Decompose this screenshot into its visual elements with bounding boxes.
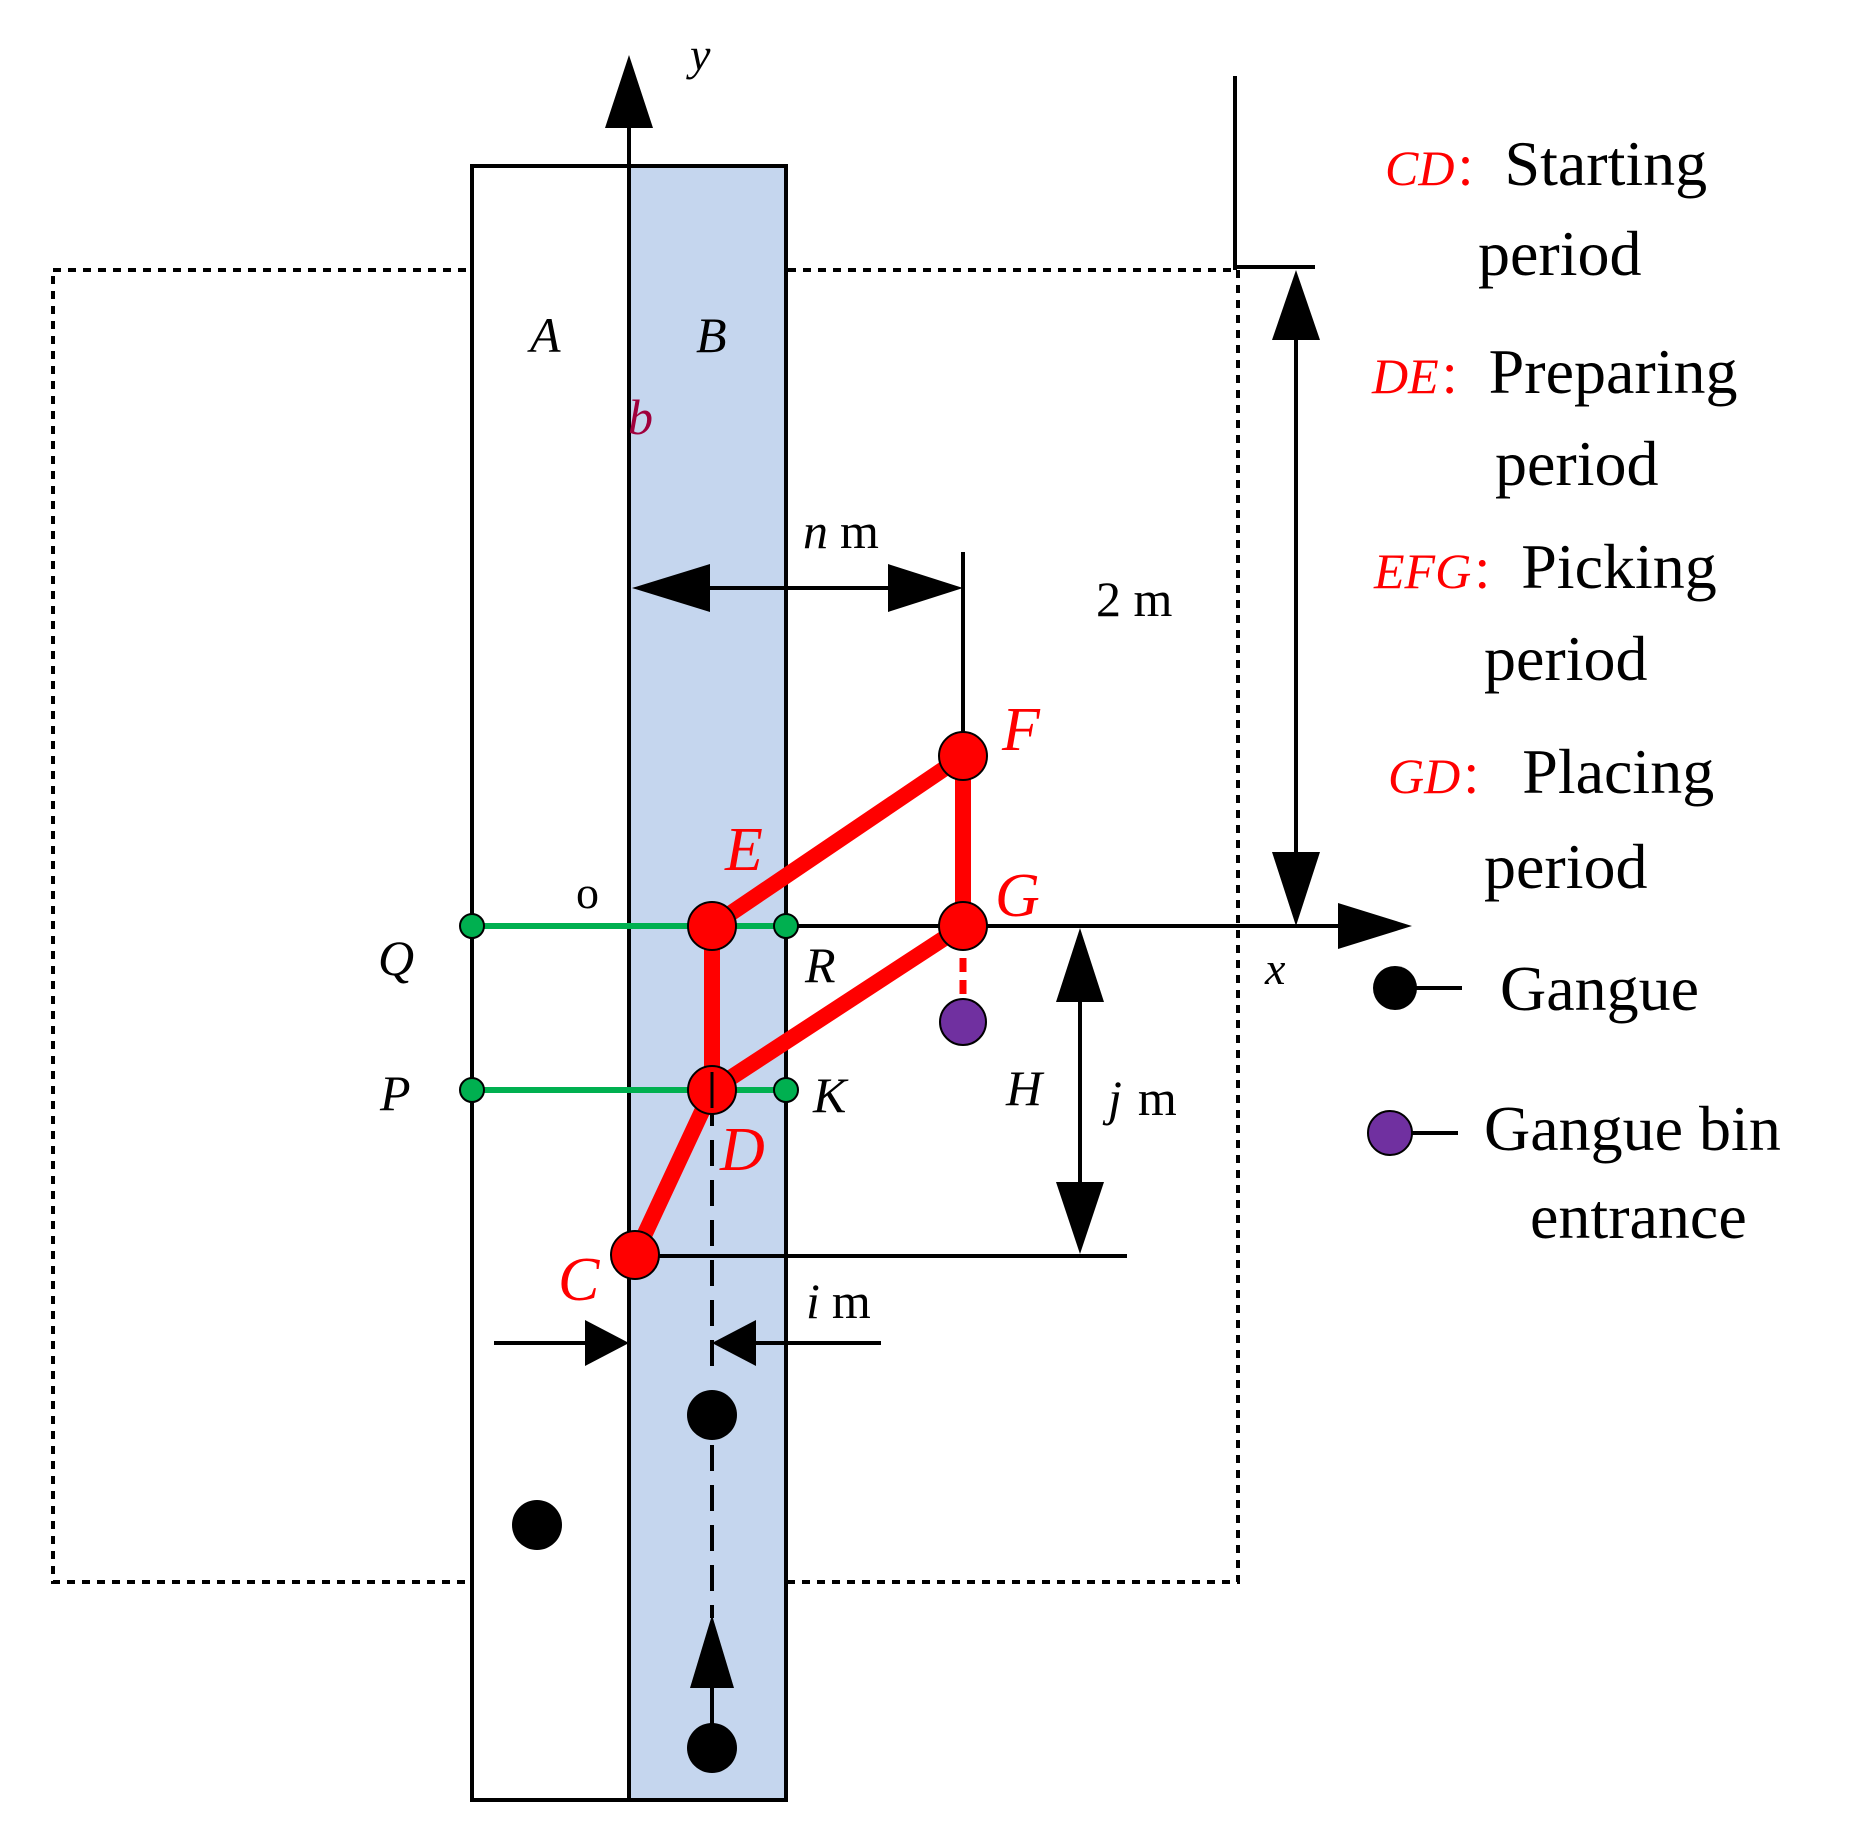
dim-j-arrow-top	[1056, 928, 1104, 1002]
dim-2m-arrow-bottom	[1272, 852, 1320, 926]
dim-h-label: H	[1005, 1060, 1045, 1116]
dim-2m-arrow-top	[1272, 270, 1320, 340]
segment-cd	[627, 1082, 720, 1263]
origin-label: o	[576, 867, 599, 918]
dim-2m-label: 2 m	[1096, 571, 1173, 627]
region-a-label: A	[527, 307, 561, 363]
dim-i-arrow-left	[585, 1320, 629, 1366]
point-r-label: R	[804, 937, 836, 993]
x-axis-label: x	[1264, 943, 1286, 994]
point-e-marker	[687, 901, 737, 951]
point-d-label: D	[719, 1116, 765, 1184]
point-q-marker	[459, 913, 485, 939]
region-a	[470, 164, 631, 1802]
x-axis-arrowhead	[1338, 903, 1412, 949]
legend-bin-icon	[1367, 1110, 1413, 1156]
legend-bin-line1: Gangue bin	[1484, 1093, 1781, 1164]
point-f-marker	[938, 731, 988, 781]
legend-cd: CD：Starting	[1385, 128, 1707, 199]
dim-i-arrow-right	[712, 1320, 756, 1366]
point-g-marker	[938, 901, 988, 951]
gangue-bin-entrance	[939, 998, 987, 1046]
point-c-label: C	[558, 1246, 600, 1314]
legend-gangue-icon	[1373, 966, 1417, 1010]
point-q-label: Q	[378, 930, 414, 986]
gangue-motion-arrowhead	[690, 1615, 734, 1688]
legend-de: DE：Preparing	[1371, 336, 1737, 407]
point-p-marker	[459, 1077, 485, 1103]
legend-de-line2: period	[1495, 428, 1659, 499]
gangue-piece-3	[687, 1723, 737, 1773]
dim-j-arrow-bottom	[1056, 1182, 1104, 1254]
point-g-label: G	[995, 862, 1040, 930]
point-p-label: P	[379, 1065, 411, 1121]
legend-gd: GD：Placing	[1388, 736, 1714, 807]
dim-n-arrow-right	[888, 564, 963, 612]
legend-efg: EFG：Picking	[1373, 531, 1717, 602]
legend-periods: CD：Starting period DE：Preparing period E…	[1371, 128, 1737, 902]
legend-efg-line2: period	[1484, 623, 1648, 694]
gangue-piece-2	[512, 1500, 562, 1550]
point-k-label: K	[812, 1067, 849, 1123]
gangue-piece-1	[687, 1390, 737, 1440]
legend-cd-line2: period	[1478, 218, 1642, 289]
point-e-label: E	[724, 816, 763, 884]
region-b-label: B	[696, 307, 727, 363]
legend-gd-line2: period	[1484, 831, 1648, 902]
y-axis-arrowhead	[605, 55, 653, 128]
dim-n-arrow-left	[632, 564, 710, 612]
trajectory-path	[627, 748, 971, 1263]
point-f-label: F	[1001, 696, 1041, 764]
legend-markers: Gangue Gangue bin entrance	[1367, 953, 1781, 1252]
point-c-marker	[610, 1230, 660, 1280]
b-edge-label: b	[628, 389, 653, 445]
point-r-marker	[773, 913, 799, 939]
legend-gangue-label: Gangue	[1500, 953, 1699, 1024]
legend-bin-line2: entrance	[1530, 1181, 1747, 1252]
segment-gd	[704, 918, 971, 1098]
segment-ef	[704, 748, 971, 934]
y-axis-label: y	[686, 29, 711, 80]
point-k-marker	[773, 1077, 799, 1103]
